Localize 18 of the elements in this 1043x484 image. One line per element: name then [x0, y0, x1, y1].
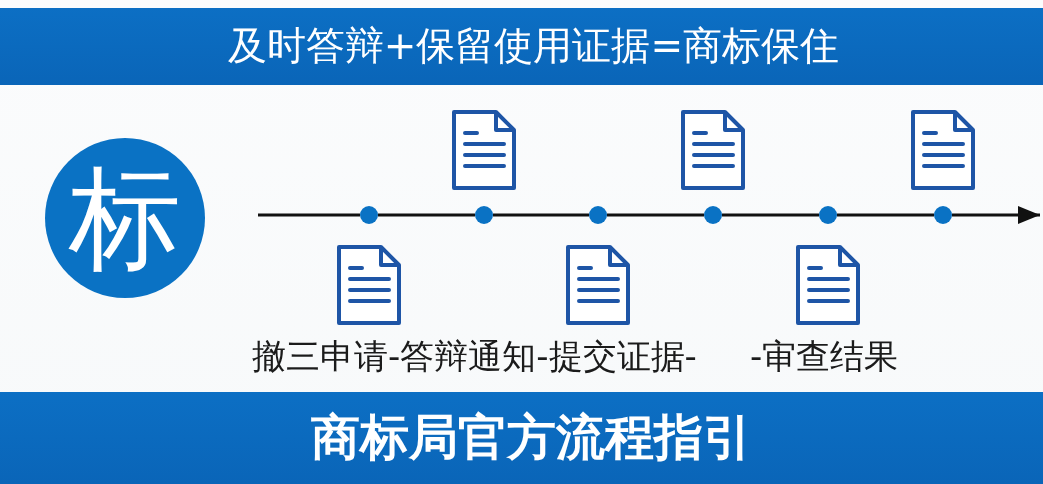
timeline-line	[607, 213, 704, 217]
timeline-line	[722, 213, 819, 217]
title-text: 及时答辩+保留使用证据=商标保住	[226, 25, 840, 68]
timeline-dot	[704, 206, 722, 224]
large-character: 标	[69, 162, 181, 274]
timeline-line	[378, 213, 475, 217]
timeline-dot	[934, 206, 952, 224]
timeline-caption: 撤三申请-答辩通知-提交证据-	[252, 337, 697, 377]
timeline-dot	[589, 206, 607, 224]
timeline-arrow	[952, 206, 1040, 224]
timeline-line	[493, 213, 589, 217]
timeline-line	[258, 213, 360, 217]
timeline-dot	[475, 206, 493, 224]
timeline-line	[837, 213, 934, 217]
caption-text: 商标局官方流程指引	[310, 411, 752, 465]
timeline-dot	[819, 206, 837, 224]
timeline-caption: -审查结果	[750, 337, 899, 377]
timeline-dot	[360, 206, 378, 224]
